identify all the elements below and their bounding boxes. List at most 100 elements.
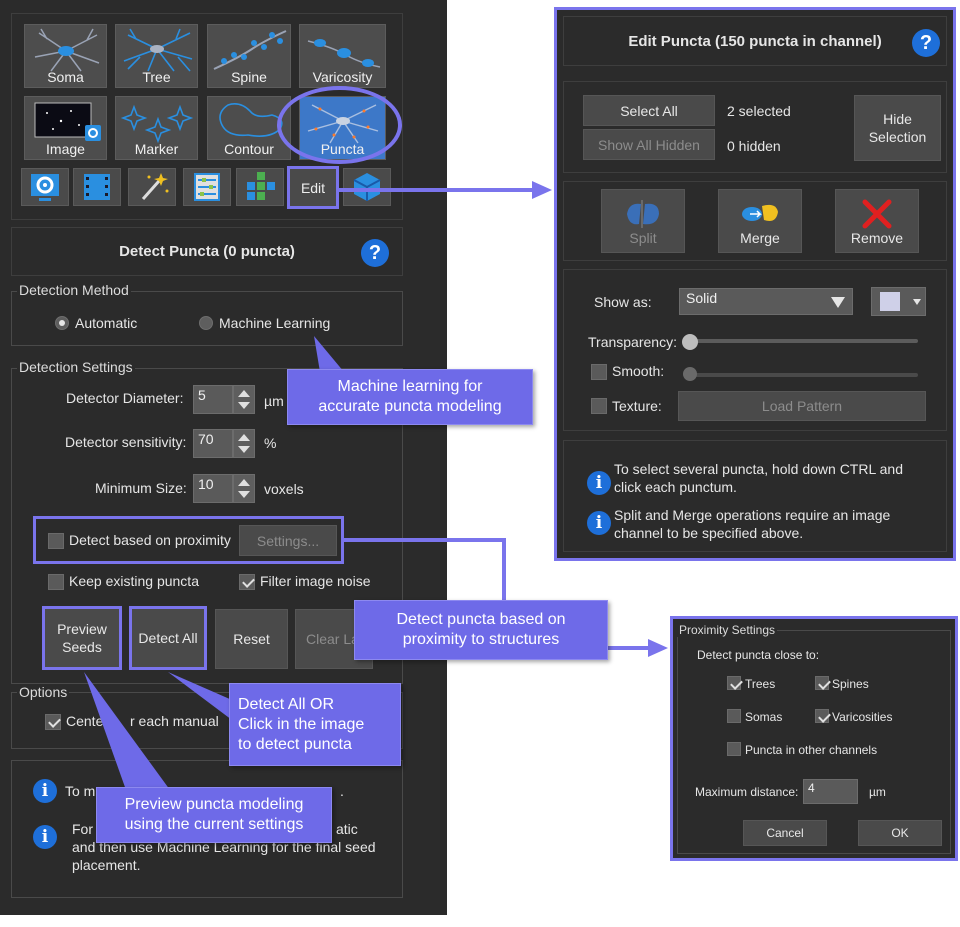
minsize-input[interactable]: 10 xyxy=(193,474,233,503)
tool-varicosity[interactable]: Varicosity xyxy=(299,24,386,88)
tool-soma-label: Soma xyxy=(47,69,84,85)
detect-info2-start: For xyxy=(72,821,93,837)
sensitivity-input[interactable]: 70 xyxy=(193,429,233,458)
tool-image-label: Image xyxy=(46,141,85,157)
center-checkbox[interactable] xyxy=(45,714,61,730)
prox-other-channels-checkbox[interactable] xyxy=(727,742,741,756)
detect-help-icon[interactable]: ? xyxy=(361,239,389,267)
puncta-highlight-ring xyxy=(277,86,402,164)
color-swatch xyxy=(880,292,900,311)
detect-header: Detect Puncta (0 puncta) ? xyxy=(11,227,403,276)
merge-button[interactable]: Merge xyxy=(718,189,802,253)
detect-info-section xyxy=(11,760,403,898)
settings-tool-button[interactable] xyxy=(21,168,69,206)
minsize-stepper[interactable] xyxy=(233,474,255,503)
sliders-tool-button[interactable] xyxy=(183,168,231,206)
remove-button[interactable]: Remove xyxy=(835,189,919,253)
blocks-icon xyxy=(247,172,275,200)
filter-noise-checkbox[interactable] xyxy=(239,574,255,590)
ml-callout: Machine learning for accurate puncta mod… xyxy=(287,369,533,425)
marker-icon xyxy=(120,104,194,144)
diameter-input[interactable]: 5 xyxy=(193,385,233,414)
show-as-select[interactable]: Solid xyxy=(679,288,853,315)
prox-cancel-button[interactable]: Cancel xyxy=(743,820,827,846)
proximity-row-highlight xyxy=(33,516,344,564)
tool-spine[interactable]: Spine xyxy=(207,24,291,88)
detect-info1-end: . xyxy=(340,783,344,799)
sensitivity-stepper[interactable] xyxy=(233,429,255,458)
edit-puncta-button[interactable]: Edit xyxy=(287,166,339,209)
method-automatic-radio[interactable] xyxy=(55,316,69,330)
proximity-legend: Proximity Settings xyxy=(677,623,778,637)
prox-somas-label: Somas xyxy=(745,710,783,724)
detection-method-legend: Detection Method xyxy=(17,282,131,298)
prox-varicosities-checkbox[interactable] xyxy=(815,709,829,723)
prox-somas-checkbox[interactable] xyxy=(727,709,741,723)
color-picker-button[interactable] xyxy=(871,287,926,316)
movie-tool-button[interactable] xyxy=(73,168,121,206)
method-ml-radio[interactable] xyxy=(199,316,213,330)
split-button[interactable]: Split xyxy=(601,189,685,253)
preview-seeds-label: Preview Seeds xyxy=(57,621,107,655)
tool-image[interactable]: Image xyxy=(24,96,107,160)
show-as-value: Solid xyxy=(686,290,718,306)
merge-icon xyxy=(742,204,778,221)
proximity-label: Detect based on proximity xyxy=(69,532,231,548)
proximity-settings-button[interactable]: Settings... xyxy=(239,525,337,556)
texture-checkbox[interactable] xyxy=(591,398,607,414)
transparency-slider-handle[interactable] xyxy=(682,334,698,350)
smooth-slider-track[interactable] xyxy=(684,373,918,377)
center-label: Center a xyxy=(66,713,120,729)
minsize-label: Minimum Size: xyxy=(95,480,187,496)
smooth-checkbox[interactable] xyxy=(591,364,607,380)
prox-trees-checkbox[interactable] xyxy=(727,676,741,690)
film-icon xyxy=(84,174,110,200)
diameter-stepper[interactable] xyxy=(233,385,255,414)
smooth-label: Smooth: xyxy=(612,363,665,379)
remove-label: Remove xyxy=(850,230,904,246)
load-pattern-button[interactable]: Load Pattern xyxy=(678,391,926,421)
prox-ok-button[interactable]: OK xyxy=(858,820,942,846)
reset-button[interactable]: Reset xyxy=(215,609,288,669)
prox-trees-label: Trees xyxy=(745,677,776,691)
max-distance-unit: µm xyxy=(869,785,886,799)
options-legend: Options xyxy=(17,684,70,700)
hide-selection-button[interactable]: Hide Selection xyxy=(854,95,941,161)
detect-all-button[interactable]: Detect All xyxy=(129,606,207,670)
spine-icon xyxy=(213,30,287,70)
remove-x-icon xyxy=(862,199,892,229)
proximity-callout-text: Detect puncta based on proximity to stru… xyxy=(396,611,566,648)
prox-spines-checkbox[interactable] xyxy=(815,676,829,690)
tool-marker[interactable]: Marker xyxy=(115,96,198,160)
proximity-checkbox[interactable] xyxy=(48,533,64,549)
smooth-slider-handle[interactable] xyxy=(683,367,697,381)
proximity-group xyxy=(677,630,951,854)
sensitivity-label: Detector sensitivity: xyxy=(65,434,187,450)
max-distance-input[interactable]: 4 xyxy=(803,779,858,804)
cube-tool-button[interactable] xyxy=(343,168,391,206)
tool-soma[interactable]: Soma xyxy=(24,24,107,88)
edit-help-icon[interactable]: ? xyxy=(912,29,940,57)
edit-puncta-label: Edit xyxy=(300,179,326,196)
prox-spines-label: Spines xyxy=(832,677,869,691)
show-all-hidden-button[interactable]: Show All Hidden xyxy=(583,129,715,160)
info-icon: i xyxy=(33,779,57,803)
magic-wand-tool-button[interactable] xyxy=(128,168,176,206)
hidden-count: 0 hidden xyxy=(727,138,781,154)
detect-info1-start: To m xyxy=(65,783,96,799)
grid-tool-button[interactable] xyxy=(236,168,284,206)
diameter-label: Detector Diameter: xyxy=(66,390,184,406)
transparency-label: Transparency: xyxy=(588,334,677,350)
detect-all-callout: Detect All OR Click in the image to dete… xyxy=(229,683,401,766)
transparency-slider-track[interactable] xyxy=(684,339,918,343)
proximity-connector-arrowhead xyxy=(648,639,668,657)
select-all-button[interactable]: Select All xyxy=(583,95,715,126)
preview-seeds-button[interactable]: Preview Seeds xyxy=(42,606,122,670)
max-distance-label: Maximum distance: xyxy=(695,785,799,799)
tool-tree[interactable]: Tree xyxy=(115,24,198,88)
edit-title: Edit Puncta (150 puncta in channel) xyxy=(628,33,882,50)
detect-all-callout-text: Detect All OR Click in the image to dete… xyxy=(238,695,365,753)
tree-icon xyxy=(123,28,193,72)
show-as-label: Show as: xyxy=(594,294,652,310)
keep-existing-checkbox[interactable] xyxy=(48,574,64,590)
